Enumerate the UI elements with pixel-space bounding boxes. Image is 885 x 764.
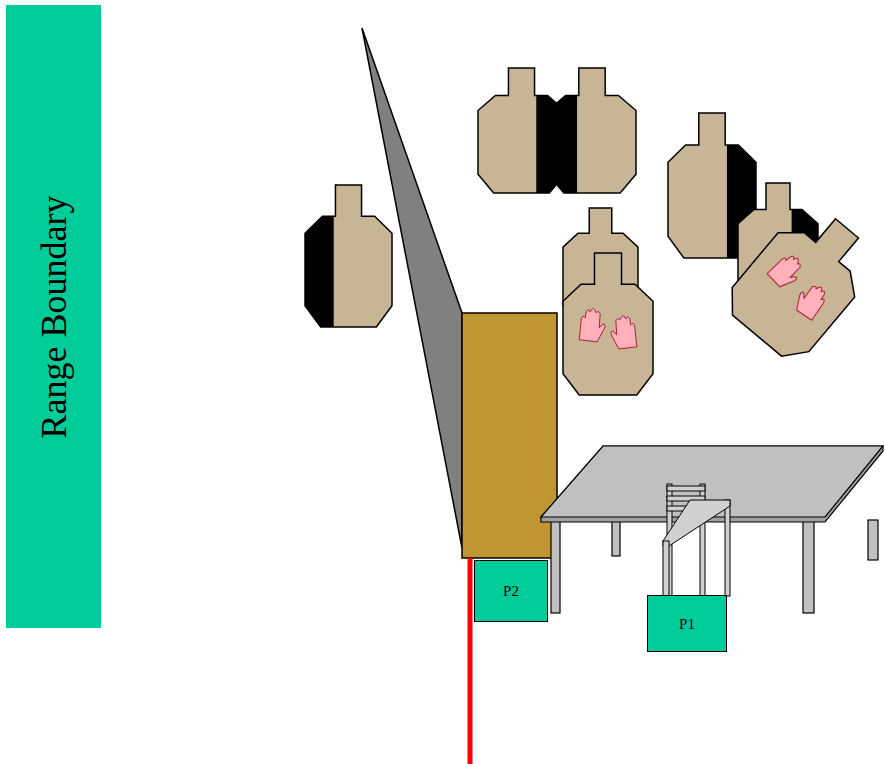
target-outline bbox=[719, 196, 885, 368]
silhouette-target bbox=[719, 196, 885, 368]
target-face bbox=[305, 185, 392, 327]
table-leg bbox=[868, 520, 878, 560]
range-boundary-band: Range Boundary bbox=[6, 5, 101, 628]
fault-line bbox=[468, 558, 473, 764]
hand-mark bbox=[579, 309, 605, 342]
wall-panel bbox=[362, 28, 462, 548]
target-face bbox=[719, 196, 885, 368]
target-outline bbox=[305, 185, 392, 327]
target-face bbox=[548, 68, 636, 193]
chair-slat bbox=[667, 486, 705, 491]
chair bbox=[663, 484, 730, 596]
position-label: P2 bbox=[503, 583, 519, 600]
hand-mark bbox=[611, 316, 637, 349]
position-label: P1 bbox=[679, 615, 695, 632]
silhouette-target bbox=[548, 68, 636, 193]
position-box: P2 bbox=[474, 560, 548, 622]
target-shadow bbox=[305, 185, 334, 327]
band-label: Range Boundary bbox=[33, 195, 75, 438]
chair-post bbox=[663, 541, 669, 596]
target-outline bbox=[548, 68, 636, 193]
hand-mark bbox=[791, 280, 832, 322]
table-leg bbox=[803, 520, 814, 613]
silhouette-target bbox=[305, 185, 392, 327]
hand-mark bbox=[766, 250, 807, 292]
table-leg bbox=[551, 520, 560, 613]
silhouette-target bbox=[563, 253, 653, 395]
target-face bbox=[563, 253, 653, 395]
chair-seat bbox=[663, 500, 730, 546]
target-outline bbox=[563, 253, 653, 395]
target-shadow bbox=[548, 68, 577, 193]
position-box: P1 bbox=[647, 595, 727, 652]
table-leg bbox=[612, 520, 620, 556]
chair-post bbox=[725, 500, 730, 596]
